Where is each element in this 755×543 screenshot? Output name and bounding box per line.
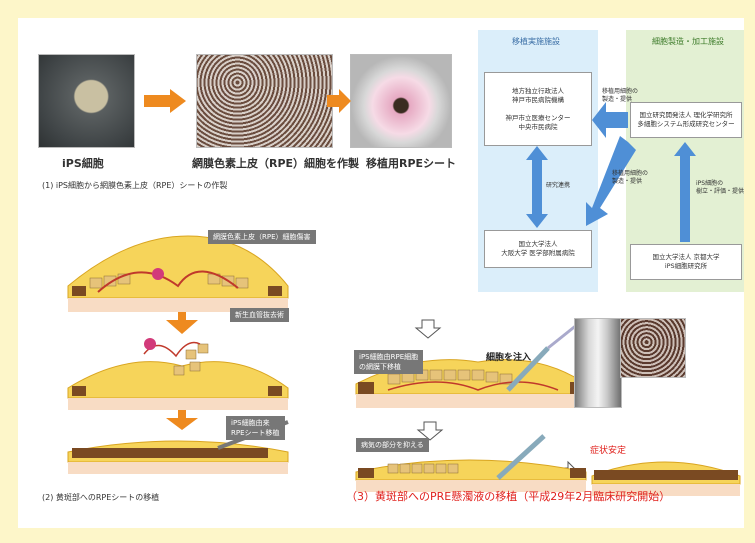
label-remove: 新生血管抜去術 (230, 308, 289, 322)
left-header: 移植実施施設 (512, 37, 560, 46)
label-suppress: 病気の部分を抑える (356, 438, 429, 452)
right-header: 細胞製造・加工施設 (652, 37, 724, 46)
label-stable: 症状安定 (590, 446, 627, 456)
label-under: iPS細胞由RPE細胞 の網膜下移植 (354, 350, 424, 374)
ips-cell-photo (38, 54, 135, 148)
arrow-right-icon (327, 89, 351, 113)
rpe-sheet-label: 移植用RPEシート (366, 157, 457, 170)
arrow-vert-right-label: iPS細胞の 樹立・評価・提供 (696, 180, 745, 195)
label-damage: 網膜色素上皮（RPE）細胞傷害 (208, 230, 316, 244)
rpe-cell-label: 網膜色素上皮（RPE）細胞を作製 (192, 157, 360, 170)
box-osaka: 国立大学法人 大阪大学 医学部附属病院 (484, 230, 592, 268)
arrow-top-label: 移植用細胞の 製造・提供 (602, 88, 639, 103)
box-kyoto: 国立大学法人 京都大学 iPS細胞研究所 (630, 244, 742, 280)
arrow-vert-left-label: 研究連携 (546, 182, 571, 189)
section2-title: (2) 黄斑部へのRPEシートの移植 (42, 493, 160, 502)
section1-title: (1) iPS細胞から網膜色素上皮（RPE）シートの作製 (42, 181, 228, 190)
box-kobe: 地方独立行政法人 神戸市民病院機構 神戸市立医療センター 中央市民病院 (484, 72, 592, 146)
label-transplant: iPS細胞由来 RPEシート移植 (226, 416, 285, 440)
tube-photo (574, 318, 622, 408)
ips-cell-label: iPS細胞 (62, 157, 104, 170)
suspension-photo (620, 318, 686, 378)
box-riken: 国立研究開発法人 理化学研究所 多細胞システム形成研究センター (630, 102, 742, 138)
arrow-right-icon (144, 89, 186, 113)
arrow-diag-label: 移植用細胞の 製造・提供 (612, 170, 649, 185)
label-inject: 細胞を注入 (486, 353, 532, 363)
rpe-sheet-photo (350, 54, 452, 148)
section3-title: （3）黄斑部へのPRE懸濁液の移植（平成29年2月臨床研究開始） (346, 490, 671, 503)
figure-card: iPS細胞 網膜色素上皮（RPE）細胞を作製 移植用RPEシート (1) iPS… (18, 18, 744, 528)
rpe-cell-photo (196, 54, 333, 148)
org-chart: 移植実施施設 細胞製造・加工施設 地方独立行政法人 神戸市民病院機構 神戸市立医… (478, 30, 744, 292)
org-arrows (526, 102, 696, 242)
section2-diagram (67, 235, 289, 474)
